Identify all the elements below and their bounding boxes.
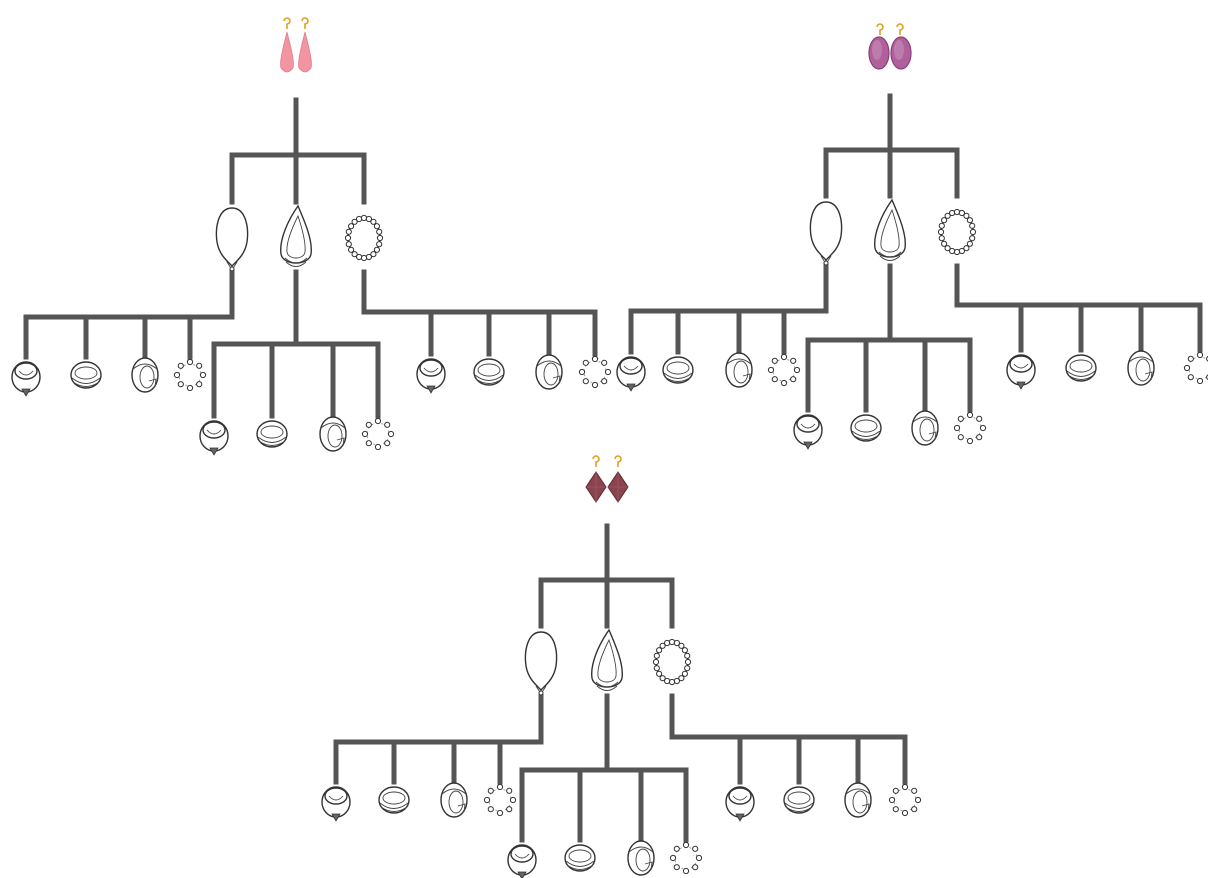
tree-1-branch-3-signet-ring-icon bbox=[416, 358, 446, 394]
tree-3-branch-2-signet-ring-icon bbox=[507, 844, 537, 878]
tree-1-branch-2-wrap-ring-icon bbox=[319, 416, 347, 452]
tree-1-branch-3-band-ring-icon bbox=[473, 358, 505, 386]
tree-3-branch-2-wrap-ring-icon bbox=[627, 840, 655, 876]
nodes-layer bbox=[11, 17, 1208, 878]
tree-2-branch-2-wrap-ring-icon bbox=[911, 410, 939, 446]
tree-2-pendant-necklace-node-icon bbox=[809, 201, 843, 266]
tree-1-branch-2-band-ring-icon bbox=[256, 420, 288, 448]
tree-2-branch-2-band-ring-icon bbox=[850, 414, 882, 442]
tree-3-branch-3-signet-ring-icon bbox=[725, 786, 755, 822]
tree-3-branch-2-beaded-ring-icon bbox=[669, 841, 703, 875]
tree-3-branch-1-beaded-ring-icon bbox=[483, 783, 517, 817]
tree-2-branch-1-signet-ring-icon bbox=[616, 356, 646, 392]
tree-2-branch-2-signet-ring-icon bbox=[793, 414, 823, 450]
tree-3-root-diamond-earrings-icon bbox=[585, 455, 629, 503]
tree-2-branch-3-band-ring-icon bbox=[1065, 354, 1097, 382]
tree-1-branch-3-wrap-ring-icon bbox=[535, 354, 563, 390]
tree-1-teardrop-pendant-node-icon bbox=[280, 204, 312, 267]
tree-1-branch-1-beaded-ring-icon bbox=[173, 358, 207, 392]
tree-1-branch-1-wrap-ring-icon bbox=[131, 357, 159, 393]
tree-3-branch-3-band-ring-icon bbox=[783, 786, 815, 814]
tree-2-chain-necklace-node-icon bbox=[937, 208, 977, 256]
tree-1-branch-1-band-ring-icon bbox=[70, 361, 102, 389]
tree-3-pendant-necklace-node-icon bbox=[524, 631, 558, 696]
tree-1-chain-necklace-node-icon bbox=[344, 214, 384, 262]
tree-2-branch-3-beaded-ring-icon bbox=[1183, 351, 1208, 385]
tree-1-root-teardrop-earrings-icon bbox=[280, 17, 312, 73]
tree-2-branch-3-signet-ring-icon bbox=[1006, 354, 1036, 390]
tree-3-branch-3-beaded-ring-icon bbox=[888, 783, 922, 817]
tree-3-branch-3-wrap-ring-icon bbox=[844, 782, 872, 818]
tree-3-chain-necklace-node-icon bbox=[652, 638, 692, 686]
tree-1-branch-2-beaded-ring-icon bbox=[361, 417, 395, 451]
tree-2-branch-1-band-ring-icon bbox=[662, 356, 694, 384]
tree-2-branch-1-beaded-ring-icon bbox=[767, 353, 801, 387]
tree-2-root-oval-earrings-icon bbox=[868, 23, 912, 70]
tree-3-teardrop-pendant-node-icon bbox=[591, 628, 623, 691]
tree-3-branch-1-band-ring-icon bbox=[378, 786, 410, 814]
tree-3-branch-2-band-ring-icon bbox=[564, 844, 596, 872]
tree-1-branch-2-signet-ring-icon bbox=[199, 420, 229, 456]
tree-1-branch-1-signet-ring-icon bbox=[11, 361, 41, 397]
tree-3-branch-1-wrap-ring-icon bbox=[440, 782, 468, 818]
tree-1-branch-3-beaded-ring-icon bbox=[578, 355, 612, 389]
tree-2-branch-3-wrap-ring-icon bbox=[1127, 350, 1155, 386]
tree-2-teardrop-pendant-node-icon bbox=[874, 198, 906, 261]
tree-1-pendant-necklace-node-icon bbox=[215, 207, 249, 272]
edges-layer bbox=[23, 93, 1203, 843]
tree-3-branch-1-signet-ring-icon bbox=[321, 786, 351, 822]
tree-2-branch-2-beaded-ring-icon bbox=[953, 411, 987, 445]
tree-2-branch-1-wrap-ring-icon bbox=[725, 352, 753, 388]
